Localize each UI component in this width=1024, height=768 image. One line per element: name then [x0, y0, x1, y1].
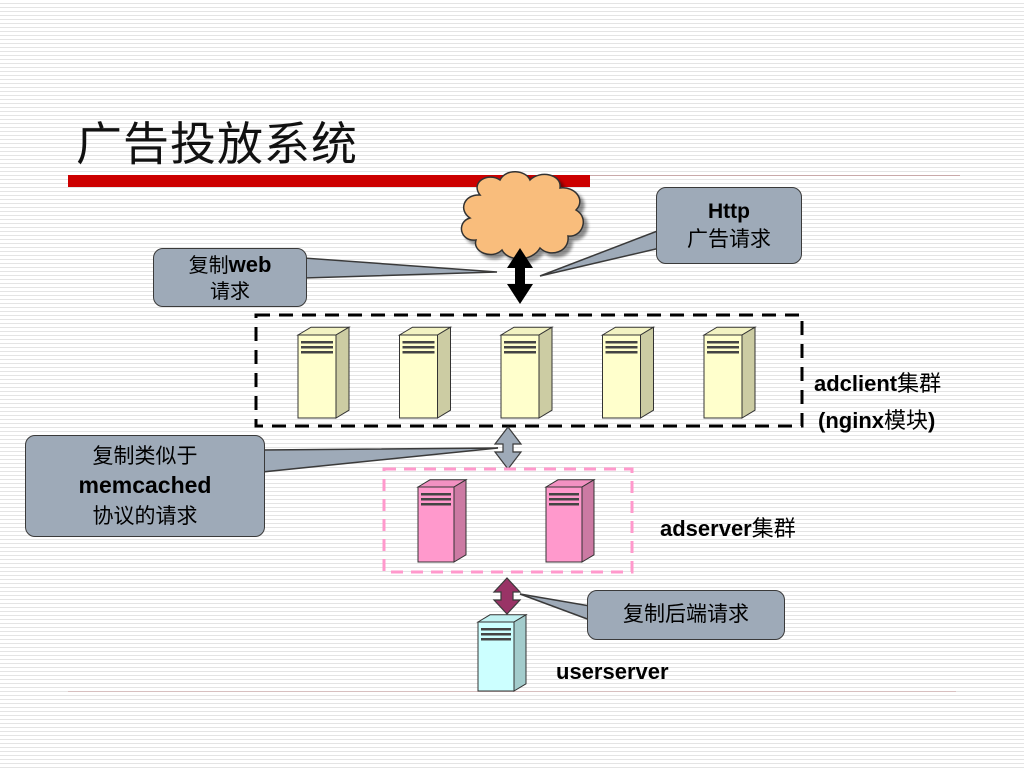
adserver-cluster-box	[382, 467, 634, 574]
userserver-label: userserver	[556, 659, 669, 684]
adclient-cluster-sublabel: (nginx模块)	[818, 408, 936, 434]
page-title: 广告投放系统	[76, 117, 358, 171]
adserver-cluster-label: adserver集群	[660, 516, 796, 542]
server-icon	[296, 326, 351, 419]
cloud-icon	[460, 171, 585, 260]
double-arrow-icon	[493, 426, 523, 470]
backend-callout-text: 复制后端请求	[623, 602, 749, 627]
adclient-cluster-box	[254, 313, 804, 428]
userserver-servers	[476, 613, 528, 692]
memcached-callout-line2: memcached	[78, 472, 212, 499]
title-underline-bar	[68, 175, 590, 187]
memcached-callout-line1: 复制类似于	[92, 444, 198, 469]
web-callout-pointer	[303, 257, 498, 279]
server-icon	[476, 613, 528, 692]
adclient-servers	[296, 326, 757, 419]
web-callout-line1: 复制web	[188, 252, 272, 278]
server-icon	[702, 326, 757, 419]
memcached-callout-pointer	[261, 447, 499, 473]
http-request-callout: Http 广告请求	[656, 187, 802, 264]
memcached-callout-line3: 协议的请求	[92, 503, 198, 528]
server-icon	[499, 326, 554, 419]
backend-request-callout: 复制后端请求	[587, 590, 785, 640]
server-icon	[600, 326, 656, 419]
title-underline-thin	[590, 175, 960, 176]
server-icon	[397, 326, 453, 419]
adclient-cluster-label: adclient集群	[814, 371, 942, 397]
memcached-request-callout: 复制类似于 memcached 协议的请求	[25, 435, 265, 537]
http-callout-title: Http	[708, 200, 750, 224]
web-callout-line2: 请求	[210, 278, 250, 303]
server-icon	[544, 478, 596, 563]
web-request-callout: 复制web 请求	[153, 248, 307, 307]
http-callout-text: 广告请求	[687, 226, 771, 251]
double-arrow-icon	[492, 577, 522, 615]
backend-callout-pointer	[519, 593, 591, 622]
double-arrow-icon	[507, 248, 533, 304]
server-icon	[416, 478, 468, 563]
adserver-servers	[416, 478, 596, 563]
